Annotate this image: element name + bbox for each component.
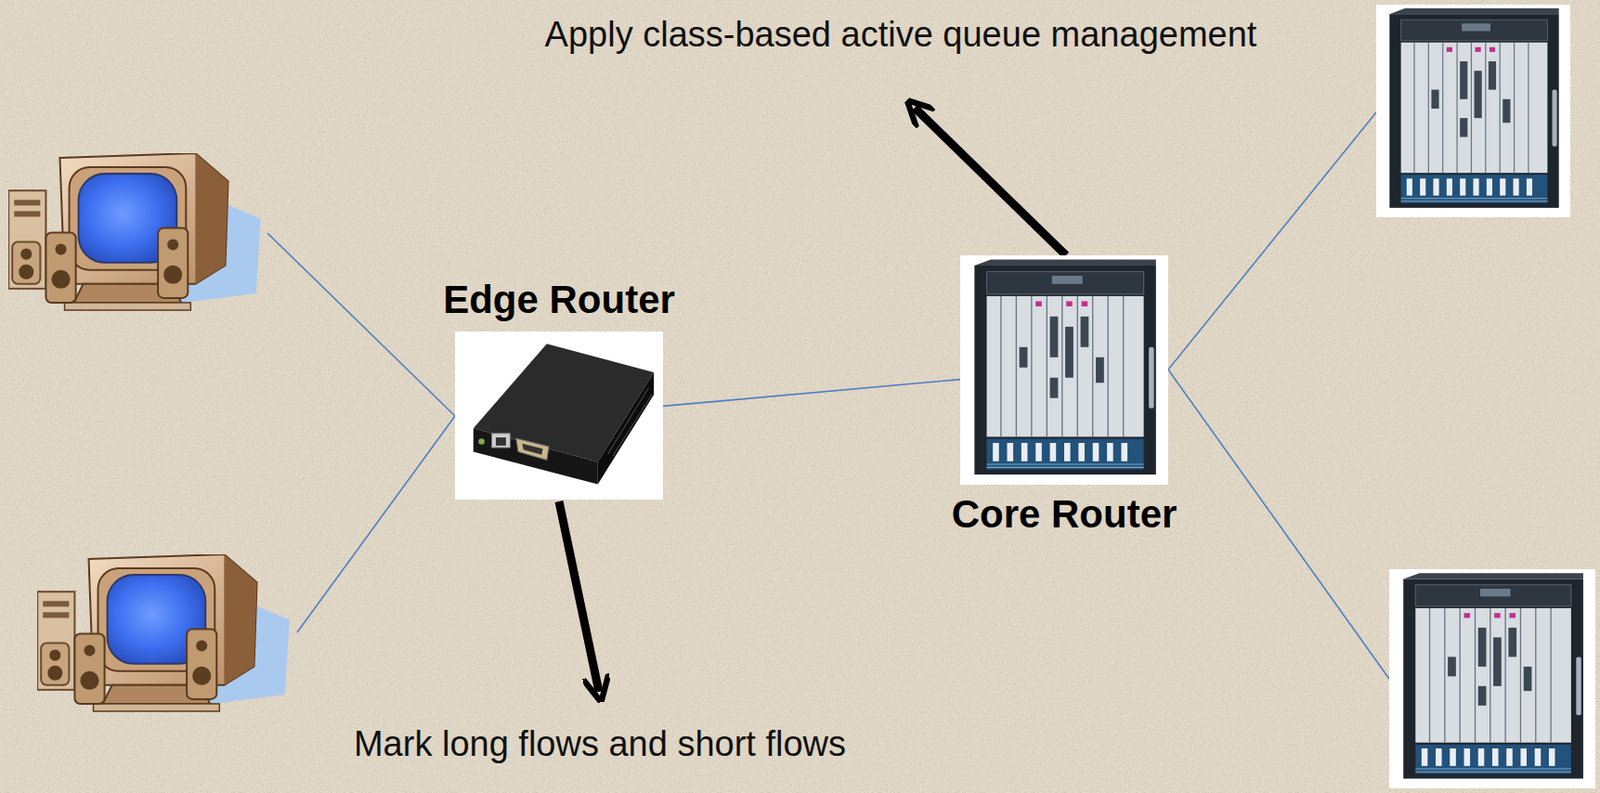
router-node: Edge Router — [455, 331, 664, 500]
router-label: Core Router — [951, 492, 1178, 537]
network-links — [267, 112, 1390, 679]
note-label: Apply class-based active queue managemen… — [545, 14, 1258, 56]
core-router-icons — [1376, 4, 1596, 789]
computer-icons — [8, 153, 290, 712]
note-label: Mark long flows and short flows — [353, 724, 846, 766]
router-label: Edge Router — [442, 277, 676, 323]
router-node: Core Router — [960, 255, 1169, 485]
network-link — [663, 379, 961, 407]
router-picture — [455, 331, 664, 500]
router-picture — [960, 255, 1169, 485]
